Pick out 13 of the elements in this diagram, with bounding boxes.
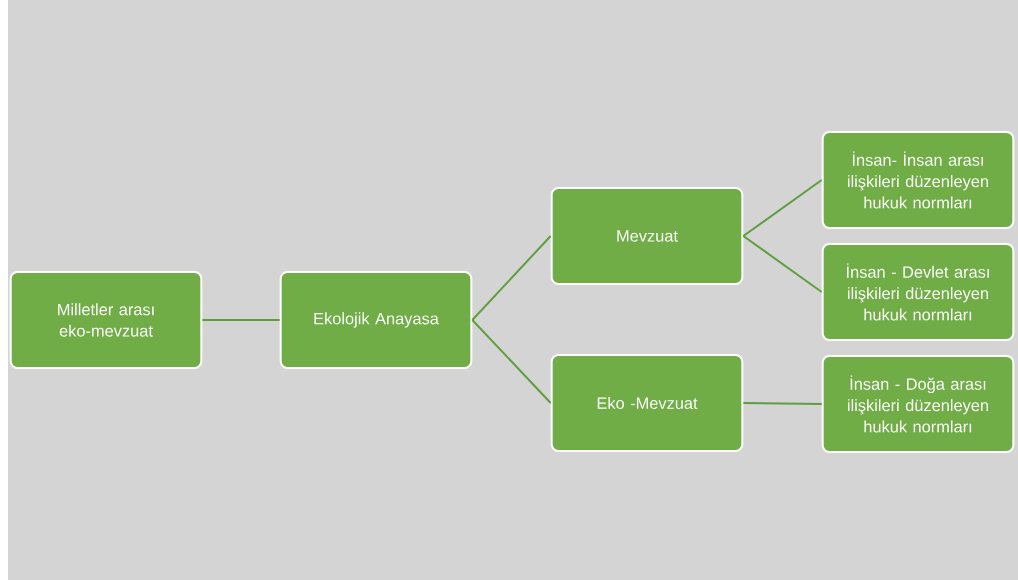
connector-line <box>201 319 281 321</box>
connector-line <box>742 179 823 237</box>
connector-line <box>742 235 823 293</box>
connector-line <box>471 235 552 321</box>
process-box: Ekolojik Anayasa <box>279 271 473 369</box>
process-box: İnsan - Devlet arası ilişkileri düzenleyen hukuk normları <box>821 243 1015 341</box>
process-box: İnsan- İnsan arası ilişkileri düzenleyen hukuk normları <box>821 131 1015 229</box>
connector-line <box>742 402 823 405</box>
process-box: İnsan - Doğa arası ilişkileri düzenleyen hukuk normları <box>821 355 1015 453</box>
process-box: Mevzuat <box>550 187 744 285</box>
process-box: Milletler arası eko-mevzuat <box>9 271 203 369</box>
process-box: Eko -Mevzuat <box>550 354 744 452</box>
connector-line <box>471 319 552 404</box>
